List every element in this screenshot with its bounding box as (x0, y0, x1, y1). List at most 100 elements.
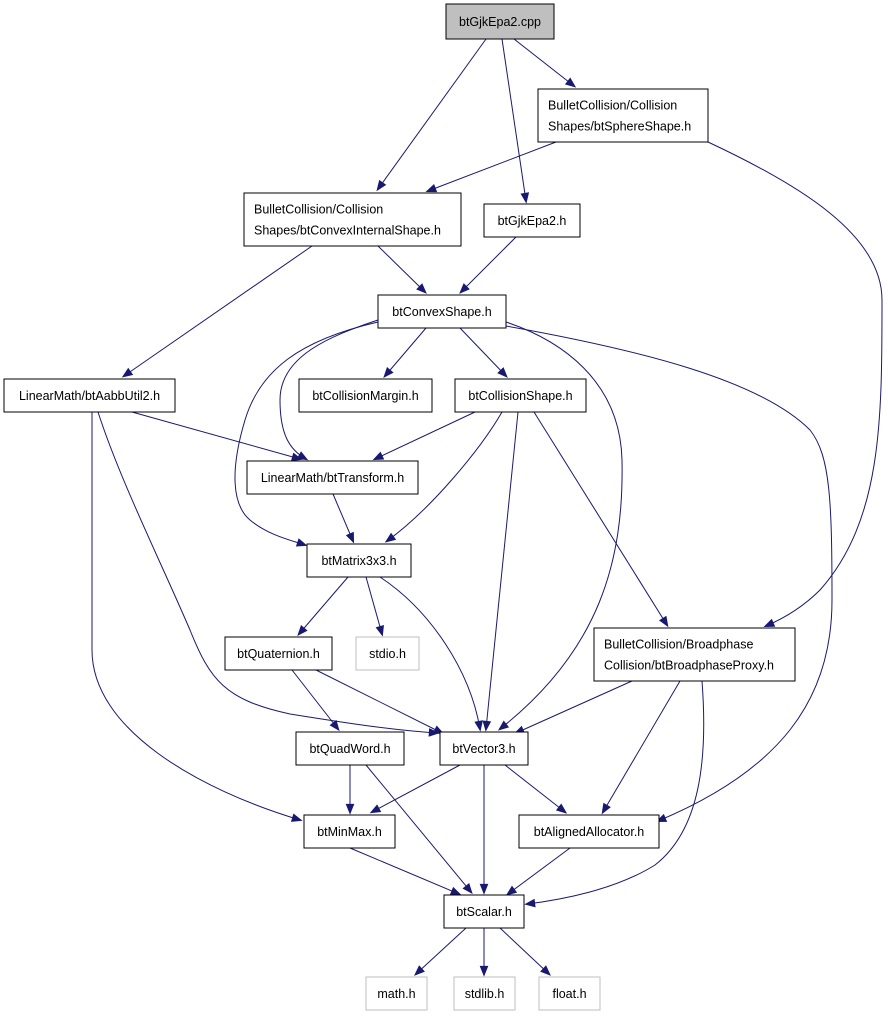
edge-n14-n17 (479, 765, 489, 895)
arrow-head-icon (497, 367, 508, 378)
edge-n2-n5 (121, 245, 313, 378)
arrow-head-icon (479, 965, 489, 977)
node-box (439, 731, 529, 766)
edge-line (386, 411, 503, 542)
arrow-head-icon (297, 624, 308, 637)
edge-line (365, 576, 383, 635)
edge-line (460, 236, 517, 293)
header-file-node[interactable]: btMinMax.h (303, 814, 396, 849)
node-label: btGjkEpa2.h (498, 214, 567, 228)
header-file-node[interactable]: LinearMath/btTransform.h (246, 460, 419, 495)
edge-line (349, 847, 460, 895)
arrow-head-icon (290, 452, 303, 461)
node-label: stdlib.h (465, 987, 505, 1001)
header-file-node[interactable]: btQuaternion.h (224, 636, 333, 671)
edge-n12-n17 (524, 680, 705, 908)
edge-n9-n11 (365, 576, 384, 637)
node-box (453, 976, 516, 1011)
header-file-node[interactable]: BulletCollision/CollisionShapes/btConvex… (243, 192, 462, 247)
header-file-node[interactable]: LinearMath/btAabbUtil2.h (3, 378, 176, 413)
edge-line (459, 327, 507, 377)
edge-n17-n18 (414, 927, 467, 976)
header-file-node[interactable]: btQuadWord.h (295, 731, 405, 766)
node-box (3, 378, 176, 413)
edge-line (485, 411, 519, 730)
arrow-head-icon (345, 531, 355, 544)
node-label: LinearMath/btTransform.h (261, 471, 404, 485)
node-label: btCollisionMargin.h (312, 389, 418, 403)
edge-line (384, 327, 427, 377)
edge-n7-n9 (384, 411, 503, 543)
node-box (306, 543, 412, 578)
edge-n7-n12 (533, 411, 669, 628)
edge-line (501, 38, 527, 202)
edge-n0-n1 (513, 38, 577, 88)
edge-n16-n17 (505, 847, 571, 896)
edge-line (315, 669, 443, 734)
dependency-edges (91, 38, 883, 977)
node-label: float.h (552, 987, 586, 1001)
arrow-head-icon (505, 885, 518, 896)
node-box (303, 814, 396, 849)
node-box (377, 294, 507, 329)
edge-line (379, 576, 481, 730)
edge-n14-n16 (504, 764, 568, 814)
node-label: btConvexShape.h (392, 305, 491, 319)
node-label: Shapes/btSphereShape.h (548, 120, 691, 134)
header-file-node[interactable]: BulletCollision/BroadphaseCollision/btBr… (593, 627, 796, 682)
header-file-node[interactable]: btScalar.h (443, 894, 525, 929)
arrow-head-icon (376, 179, 387, 192)
node-label: btScalar.h (456, 905, 512, 919)
node-box (298, 378, 433, 413)
header-file-node[interactable]: btGjkEpa2.h (483, 203, 581, 238)
edge-line (332, 493, 354, 542)
edge-line (374, 411, 476, 460)
node-label: BulletCollision/Collision (254, 203, 383, 217)
node-label: btCollisionShape.h (468, 389, 572, 403)
header-file-node[interactable]: BulletCollision/CollisionShapes/btSphere… (537, 88, 709, 143)
header-file-node[interactable]: btConvexShape.h (377, 294, 507, 329)
header-file-node[interactable]: btVector3.h (439, 731, 529, 766)
header-file-node[interactable]: btCollisionShape.h (454, 378, 587, 413)
edge-line (499, 321, 623, 730)
node-box (454, 378, 587, 413)
edge-n4-n6 (383, 327, 427, 379)
node-label: LinearMath/btAabbUtil2.h (19, 389, 160, 403)
node-box (537, 88, 709, 143)
edge-n14-n15 (369, 764, 461, 814)
header-file-node[interactable]: btMatrix3x3.h (306, 543, 412, 578)
edge-line (427, 141, 557, 192)
edge-line (513, 38, 575, 87)
arrow-head-icon (462, 882, 473, 895)
node-label: BulletCollision/Broadphase (604, 638, 753, 652)
edge-n4-n9 (234, 321, 379, 547)
arrow-head-icon (564, 77, 577, 88)
edge-line (377, 38, 487, 190)
edge-line (533, 411, 668, 626)
edge-n2-n4 (377, 245, 427, 294)
arrow-head-icon (474, 720, 483, 732)
edge-line (123, 245, 313, 377)
header-file-node[interactable]: btCollisionMargin.h (298, 378, 433, 413)
arrow-head-icon (763, 618, 776, 628)
node-label: btQuadWord.h (309, 742, 390, 756)
header-file-node[interactable]: btAlignedAllocator.h (518, 814, 660, 849)
arrow-head-icon (383, 366, 394, 379)
node-label: btMatrix3x3.h (321, 554, 396, 568)
arrow-head-icon (369, 804, 382, 814)
edge-n4-n14 (497, 321, 623, 731)
arrow-head-icon (329, 719, 340, 732)
edge-n13-n17 (365, 764, 473, 895)
edge-n1-n2 (425, 141, 557, 193)
edge-line (602, 680, 681, 813)
arrow-head-icon (449, 886, 462, 896)
edge-n17-n19 (479, 928, 489, 977)
node-box (538, 976, 601, 1011)
edge-line (279, 319, 379, 460)
edge-n12-n14 (513, 680, 633, 735)
node-label: btVector3.h (452, 742, 515, 756)
node-box (246, 460, 419, 495)
root-file-node[interactable]: btGjkEpa2.cpp (445, 3, 555, 40)
edge-line (526, 680, 705, 905)
